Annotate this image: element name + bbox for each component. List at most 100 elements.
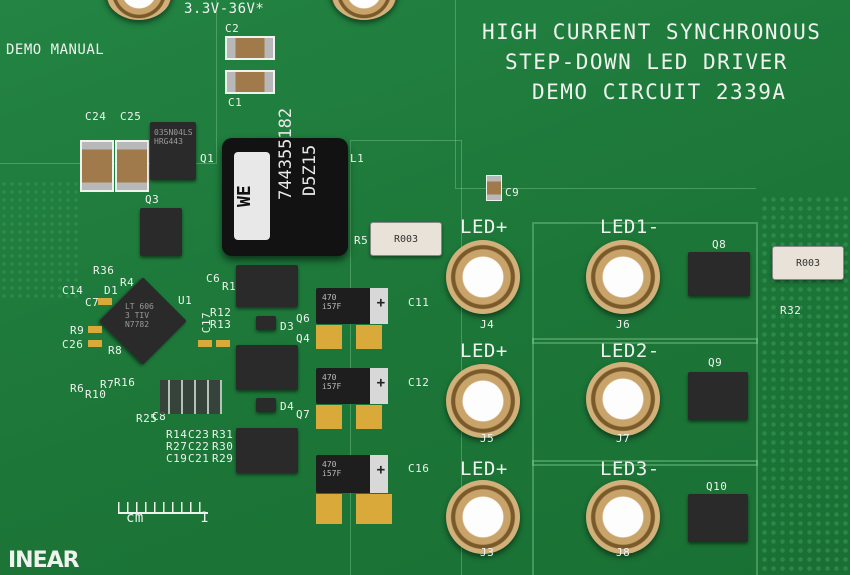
label-c23: C23 [188, 428, 210, 441]
label-r8: R8 [108, 344, 123, 357]
passive-r12 [198, 340, 212, 347]
mosfet-q10 [688, 494, 748, 542]
tantalum-c11: + 470 i57F [316, 288, 388, 324]
r5-label: R5 [354, 234, 369, 247]
led-plus-label-2: LED+ [460, 340, 508, 362]
label-r25: R25 [136, 412, 158, 425]
mosfet-q4-top [236, 265, 298, 307]
c12-label: C12 [408, 376, 430, 389]
capacitor-c9 [486, 175, 502, 201]
capacitor-c1 [225, 70, 275, 94]
c12-marking: 470 i57F [322, 373, 342, 391]
r5-value: R003 [393, 233, 419, 245]
led1-zone [532, 222, 758, 344]
label-r7: R7 [100, 378, 115, 391]
board-title-line-1: HIGH CURRENT SYNCHRONOUS [482, 20, 822, 44]
demo-manual-label: DEMO MANUAL [6, 42, 105, 58]
scale-bar [118, 494, 208, 514]
led3-zone [532, 460, 758, 575]
q10-label: Q10 [706, 480, 728, 493]
pad-c11-a [316, 325, 342, 349]
passive-r9 [88, 326, 102, 333]
q3-label: Q3 [145, 193, 160, 206]
we-logo-icon: WE [234, 152, 270, 240]
r32-label: R32 [780, 304, 802, 317]
connector-j3[interactable] [446, 480, 520, 554]
connector-j6[interactable] [586, 240, 660, 314]
label-c14: C14 [62, 284, 84, 297]
q9-label: Q9 [708, 356, 723, 369]
label-r36: R36 [93, 264, 115, 277]
cap-c2-label: C2 [225, 22, 240, 35]
resistor-r32: R003 [772, 246, 844, 280]
tantalum-c12: + 470 i57F [316, 368, 388, 404]
label-c19: C19 [166, 452, 188, 465]
j7-label: J7 [616, 432, 631, 445]
label-r30: R30 [212, 440, 234, 453]
diode-d4 [256, 398, 276, 412]
label-c7: C7 [85, 296, 100, 309]
input-terminal-left[interactable] [105, 0, 173, 20]
mosfet-q8 [688, 252, 750, 296]
pad-c12-b [356, 405, 382, 429]
pad-c12-a [316, 405, 342, 429]
label-r14: R14 [166, 428, 188, 441]
mosfet-q1: 035N04LS HRG443 [150, 122, 196, 180]
trace-right [455, 0, 756, 189]
tantalum-c16: + 470 i57F [316, 455, 388, 493]
trace-center [350, 140, 462, 575]
diode-d3 [256, 316, 276, 330]
u1-marking: LT 606 3 TIV N7782 [124, 301, 154, 329]
cap-c1-label: C1 [228, 96, 243, 109]
connector-j5[interactable] [446, 364, 520, 438]
j8-label: J8 [616, 546, 631, 559]
resistor-array [160, 380, 222, 414]
label-r10: R10 [85, 388, 107, 401]
c16-label: C16 [408, 462, 430, 475]
resistor-r5: R003 [370, 222, 442, 256]
j6-label: J6 [616, 318, 631, 331]
pad-c11-b [356, 325, 382, 349]
capacitor-c24 [80, 140, 114, 192]
board-title-line-3: DEMO CIRCUIT 2339A [532, 80, 787, 104]
connector-j7[interactable] [586, 362, 660, 436]
via-field-left [0, 180, 80, 300]
pad-c16-a [316, 494, 342, 524]
label-r9: R9 [70, 324, 85, 337]
pad-c16-b [356, 494, 392, 524]
cap-c24-label: C24 [85, 110, 107, 123]
inductor-part-number: 744355182 [276, 107, 296, 200]
led-plus-label-1: LED+ [460, 216, 508, 238]
label-r13: R13 [210, 318, 232, 331]
label-r27: R27 [166, 440, 188, 453]
label-r31: R31 [212, 428, 234, 441]
mosfet-q4 [236, 345, 298, 390]
c11-label: C11 [408, 296, 430, 309]
connector-j8[interactable] [586, 480, 660, 554]
mosfet-q9 [688, 372, 748, 420]
mosfet-q3 [140, 208, 182, 256]
l1-label: L1 [350, 152, 365, 165]
d4-label: D4 [280, 400, 295, 413]
q6-label: Q6 [296, 312, 311, 325]
led2-minus-label: LED2- [600, 340, 660, 362]
label-r29: R29 [212, 452, 234, 465]
input-terminal-right[interactable] [330, 0, 398, 20]
j3-label: J3 [480, 546, 495, 559]
board-title-line-2: STEP-DOWN LED DRIVER [505, 50, 788, 74]
led3-minus-label: LED3- [600, 458, 660, 480]
u1-label: U1 [178, 294, 193, 307]
label-r16: R16 [114, 376, 136, 389]
label-c26: C26 [62, 338, 84, 351]
q8-label: Q8 [712, 238, 727, 251]
connector-j4[interactable] [446, 240, 520, 314]
led-plus-label-3: LED+ [460, 458, 508, 480]
mosfet-q7 [236, 428, 298, 473]
label-r6: R6 [70, 382, 85, 395]
led1-minus-label: LED1- [600, 216, 660, 238]
label-r1: R1 [222, 280, 237, 293]
d3-label: D3 [280, 320, 295, 333]
passive-r13 [216, 340, 230, 347]
q7-label: Q7 [296, 408, 311, 421]
label-c6: C6 [206, 272, 221, 285]
